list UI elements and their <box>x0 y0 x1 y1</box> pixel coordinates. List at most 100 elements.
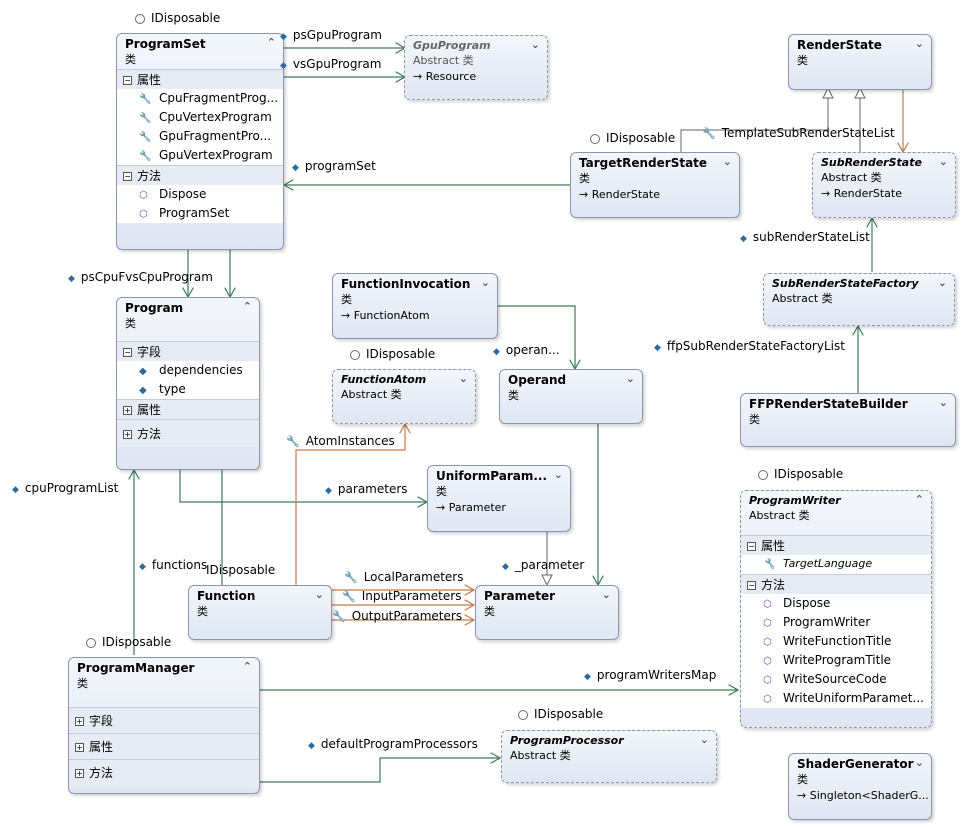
collapse-icon[interactable]: ⌃ <box>914 493 924 506</box>
wrench-icon: 🔧 <box>763 559 776 570</box>
expand-icon[interactable]: ⌄ <box>937 276 947 289</box>
section-fields[interactable]: +字段 <box>69 707 259 733</box>
class-program-manager[interactable]: ProgramManager 类 ⌃ +字段 +属性 +方法 <box>68 657 260 794</box>
class-stereotype: Abstract 类 <box>413 54 474 67</box>
class-name: TargetRenderState <box>579 156 708 170</box>
expand-icon[interactable]: ⌄ <box>722 155 732 168</box>
expand-icon[interactable]: ⌄ <box>314 588 324 601</box>
field-item[interactable]: ◆dependencies <box>117 361 259 380</box>
label-local-parameters: 🔧LocalParameters <box>344 570 464 584</box>
class-target-render-state[interactable]: TargetRenderState 类 → RenderState ⌄ <box>570 152 740 218</box>
expand-icon[interactable]: ⌄ <box>458 372 468 385</box>
interface-lollipop-function: IDisposable <box>206 563 276 577</box>
expand-icon[interactable]: ⌄ <box>699 733 709 746</box>
label-parameters: ◆parameters <box>325 482 408 496</box>
method-icon: ⬡ <box>763 675 772 686</box>
wrench-icon: 🔧 <box>139 151 152 162</box>
class-program-set[interactable]: ProgramSet 类 ⌃ −属性 🔧CpuFragmentProg... 🔧… <box>116 33 284 250</box>
method-item[interactable]: ⬡WriteFunctionTitle <box>741 632 931 651</box>
section-properties[interactable]: +属性 <box>117 399 259 419</box>
expand-icon[interactable]: ⌄ <box>938 155 948 168</box>
base-class: → Resource <box>413 70 477 83</box>
collapse-icon[interactable]: ⌃ <box>266 36 276 49</box>
assoc-operand <box>498 305 575 369</box>
method-item[interactable]: ⬡WriteUniformParamet... <box>741 689 931 708</box>
method-item[interactable]: ⬡Dispose <box>741 594 931 613</box>
class-parameter[interactable]: Parameter 类 ⌄ <box>475 585 619 640</box>
expand-icon[interactable]: ⌄ <box>480 276 490 289</box>
class-function-invocation[interactable]: FunctionInvocation 类 → FunctionAtom ⌄ <box>332 273 498 339</box>
class-stereotype: 类 <box>797 54 808 67</box>
collapse-icon[interactable]: ⌃ <box>242 660 252 673</box>
class-name: ProgramWriter <box>749 494 841 507</box>
class-stereotype: 类 <box>797 773 808 786</box>
expand-icon[interactable]: ⌄ <box>625 372 635 385</box>
class-shader-generator[interactable]: ShaderGenerator 类 → Singleton<ShaderG...… <box>788 753 932 820</box>
method-item[interactable]: ⬡ProgramWriter <box>741 613 931 632</box>
class-stereotype: 类 <box>125 317 136 330</box>
method-item[interactable]: ⬡Dispose <box>117 185 283 204</box>
method-item[interactable]: ⬡WriteProgramTitle <box>741 651 931 670</box>
class-name: Operand <box>508 373 567 387</box>
label-ps-vs-cpu-program: ◆psCpuFvsCpuProgram <box>68 270 213 284</box>
class-function[interactable]: Function 类 ⌄ <box>188 585 332 640</box>
class-stereotype: 类 <box>579 172 590 185</box>
class-sub-render-state[interactable]: SubRenderState Abstract 类 → RenderState … <box>812 152 956 218</box>
property-item[interactable]: 🔧GpuFragmentPro... <box>117 127 283 146</box>
assoc-atom-instances <box>295 424 405 585</box>
interface-lollipop-program-processor: IDisposable <box>518 707 603 721</box>
class-gpu-program[interactable]: GpuProgram Abstract 类 → Resource ⌄ <box>404 35 548 100</box>
class-stereotype: Abstract 类 <box>772 292 833 305</box>
method-item[interactable]: ⬡ProgramSet <box>117 204 283 223</box>
section-properties[interactable]: +属性 <box>69 733 259 759</box>
class-name: SubRenderStateFactory <box>772 277 919 290</box>
class-name: ProgramSet <box>125 37 206 51</box>
class-program-processor[interactable]: ProgramProcessor Abstract 类 ⌄ <box>501 730 717 783</box>
class-ffp-render-state-builder[interactable]: FFPRenderStateBuilder 类 ⌄ <box>740 393 956 447</box>
expand-icon[interactable]: ⌄ <box>601 588 611 601</box>
field-item[interactable]: ◆type <box>117 380 259 399</box>
class-function-atom[interactable]: FunctionAtom Abstract 类 ⌄ <box>332 369 476 424</box>
class-sub-render-state-factory[interactable]: SubRenderStateFactory Abstract 类 ⌄ <box>763 273 955 326</box>
method-item[interactable]: ⬡WriteSourceCode <box>741 670 931 689</box>
property-item[interactable]: 🔧GpuVertexProgram <box>117 146 283 165</box>
section-properties[interactable]: −属性 <box>741 535 931 555</box>
interface-lollipop-target-render-state: IDisposable <box>590 131 675 145</box>
label-template-sub-render-state-list: 🔧TemplateSubRenderStateList <box>702 126 895 140</box>
class-name: ProgramManager <box>77 661 195 675</box>
expand-icon[interactable]: ⌄ <box>530 38 540 51</box>
property-item[interactable]: 🔧CpuFragmentProg... <box>117 89 283 108</box>
label-default-processors: ◆defaultProgramProcessors <box>308 737 478 751</box>
expand-icon[interactable]: ⌄ <box>914 37 924 50</box>
property-item[interactable]: 🔧TargetLanguage <box>741 555 931 574</box>
class-name: Program <box>125 301 184 315</box>
class-name: FFPRenderStateBuilder <box>749 397 908 411</box>
class-stereotype: 类 <box>749 413 760 426</box>
class-uniform-parameter[interactable]: UniformParam... 类 → Parameter ⌄ <box>427 465 571 532</box>
class-program[interactable]: Program 类 ⌃ −字段 ◆dependencies ◆type +属性 … <box>116 297 260 470</box>
class-name: GpuProgram <box>413 39 491 52</box>
class-render-state[interactable]: RenderState 类 ⌄ <box>788 34 932 90</box>
expand-icon[interactable]: ⌄ <box>914 756 924 769</box>
class-operand[interactable]: Operand 类 ⌄ <box>499 369 643 424</box>
label-sub-render-state-list: ◆subRenderStateList <box>740 230 870 244</box>
assoc-default-processors <box>260 758 500 783</box>
section-fields[interactable]: −字段 <box>117 341 259 361</box>
wrench-icon: 🔧 <box>139 113 152 124</box>
class-name: ShaderGenerator <box>797 757 914 771</box>
section-methods[interactable]: +方法 <box>69 759 259 787</box>
section-methods[interactable]: −方法 <box>117 165 283 185</box>
section-properties[interactable]: −属性 <box>117 69 283 89</box>
expand-icon[interactable]: ⌄ <box>938 396 948 409</box>
class-name: FunctionInvocation <box>341 277 471 291</box>
section-methods[interactable]: +方法 <box>117 419 259 447</box>
expand-icon[interactable]: ⌄ <box>553 468 563 481</box>
property-item[interactable]: 🔧CpuVertexProgram <box>117 108 283 127</box>
class-name: ProgramProcessor <box>510 734 624 747</box>
class-program-writer[interactable]: ProgramWriter Abstract 类 ⌃ −属性 🔧TargetLa… <box>740 490 932 728</box>
method-icon: ⬡ <box>763 656 772 667</box>
class-name: Function <box>197 589 256 603</box>
section-methods[interactable]: −方法 <box>741 574 931 594</box>
collapse-icon[interactable]: ⌃ <box>242 300 252 313</box>
